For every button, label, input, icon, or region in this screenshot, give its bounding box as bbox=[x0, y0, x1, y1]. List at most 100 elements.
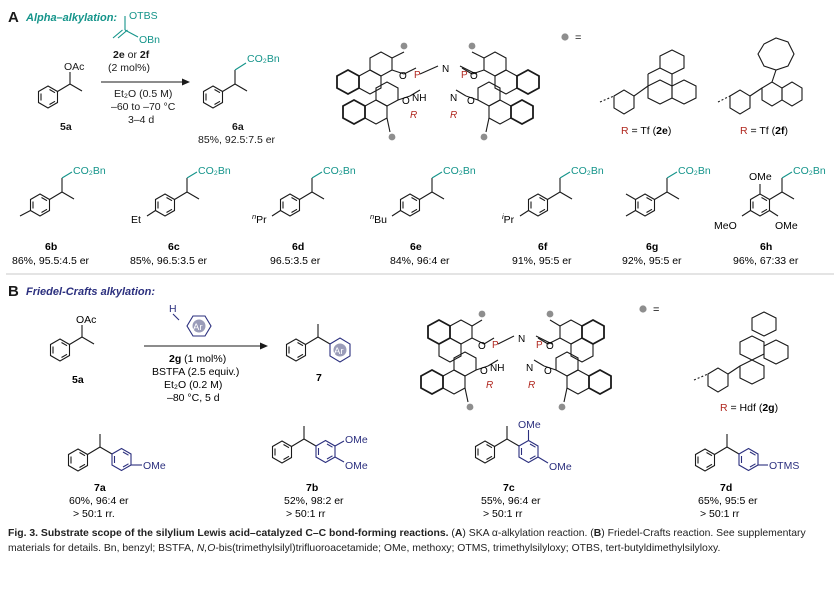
cat-atom-o: O bbox=[402, 96, 410, 107]
product-6h: MeO OMe OMe CO₂Bn 6h 96%, 67:33 er bbox=[714, 165, 826, 267]
r-equals-hdf-2g: R = Hdf (2g) bbox=[720, 402, 778, 414]
catalyst-loading: (2 mol%) bbox=[108, 62, 150, 74]
substituent-label: nPr bbox=[252, 212, 267, 226]
co2bn-group: CO₂Bn bbox=[198, 165, 231, 177]
product-6a-result: 85%, 92.5:7.5 er bbox=[198, 134, 276, 146]
product-6b: CO₂Bn 6b 86%, 95.5:4.5 er bbox=[12, 165, 106, 267]
substituent-group: OMe bbox=[345, 460, 368, 472]
caption-fig-title: Fig. 3. Substrate scope of the silylium … bbox=[8, 528, 449, 539]
cat-atom-nh: NH bbox=[412, 93, 426, 104]
product-result-line2: > 50:1 rr bbox=[286, 508, 326, 520]
legend-dot-a bbox=[561, 33, 569, 41]
product-7: Ar 7 bbox=[285, 324, 351, 384]
r-equals-tf-2f: R = Tf (2f) bbox=[740, 125, 788, 137]
product-id: 6f bbox=[538, 241, 548, 253]
substituent-dot bbox=[400, 42, 408, 50]
product-result-line1: 55%, 96:4 er bbox=[481, 495, 541, 507]
substituent-dot bbox=[478, 310, 486, 318]
substrate-label: 5a bbox=[60, 121, 72, 133]
substituent-label: nBu bbox=[370, 212, 387, 226]
co2bn-group: CO₂Bn bbox=[793, 165, 826, 177]
panel-b-letter: B bbox=[8, 283, 19, 300]
cat-atom-o: O bbox=[544, 366, 552, 377]
catalyst-dots-b bbox=[466, 310, 566, 411]
product-7d: OTMS 7d 65%, 95:5 er > 50:1 rr bbox=[694, 434, 799, 520]
product-6e: nBu CO₂Bn 6e 84%, 96:4 er bbox=[370, 165, 476, 267]
catalyst-core-b: O O P N P O O NH N R R bbox=[478, 334, 554, 391]
product-id: 6h bbox=[760, 241, 772, 253]
catalyst-label: 2e or 2f bbox=[113, 49, 150, 61]
product-result: 85%, 96.5:3.5 er bbox=[130, 255, 208, 267]
scope-row-6: CO₂Bn 6b 86%, 95.5:4.5 er Et CO₂Bn 6c 85… bbox=[12, 165, 826, 267]
substituent-dot bbox=[468, 42, 476, 50]
substituent-dot bbox=[546, 310, 554, 318]
substituent-2e bbox=[599, 49, 697, 115]
product-6a: CO₂Bn 6a 85%, 92.5:7.5 er bbox=[198, 53, 280, 146]
panel-a-letter: A bbox=[8, 9, 19, 26]
product-6a-label: 6a bbox=[232, 121, 244, 133]
caption-italic: N,O bbox=[196, 543, 216, 554]
cat-atom-r: R bbox=[410, 110, 417, 121]
product-7c: OMe OMe 7c 55%, 96:4 er > 50:1 rr bbox=[474, 419, 572, 520]
substituent-label: MeO bbox=[714, 220, 737, 232]
cat-atom-n: N bbox=[442, 64, 449, 75]
condition-solvent-b: Et₂O (0.2 M) bbox=[164, 379, 222, 391]
obn-group: OBn bbox=[139, 34, 160, 46]
condition-solvent-a: Et₂O (0.5 M) bbox=[114, 88, 172, 100]
product-result: 96.5:3.5 er bbox=[270, 255, 321, 267]
cat-atom-r: R bbox=[450, 110, 457, 121]
product-id: 7d bbox=[720, 482, 732, 494]
catalyst-structure-a bbox=[336, 51, 540, 133]
co2bn-group: CO₂Bn bbox=[323, 165, 356, 177]
substituent-dot bbox=[558, 403, 566, 411]
product-id: 6c bbox=[168, 241, 180, 253]
substituent-dot bbox=[466, 403, 474, 411]
substituent-2g bbox=[693, 311, 789, 393]
oac-group: OAc bbox=[76, 314, 96, 326]
legend-equals-a: = bbox=[575, 32, 581, 44]
cat-atom-o: O bbox=[546, 341, 554, 352]
catalyst-dots-a bbox=[388, 42, 488, 141]
co2bn-group: CO₂Bn bbox=[73, 165, 106, 177]
cat-atom-n: N bbox=[518, 334, 525, 345]
ar-label: Ar bbox=[193, 322, 203, 333]
product-id: 6g bbox=[646, 241, 658, 253]
ketene-acetal-reagent: OTBS OBn bbox=[112, 10, 160, 46]
arrow-head-a bbox=[182, 78, 190, 86]
product-7-label: 7 bbox=[316, 372, 322, 384]
substrate-5a: OAc 5a bbox=[37, 61, 84, 133]
cat-atom-p: P bbox=[414, 70, 421, 81]
cat-atom-o: O bbox=[467, 96, 475, 107]
caption-letter-a: A bbox=[454, 528, 463, 539]
product-result-line1: 60%, 96:4 er bbox=[69, 495, 129, 507]
substituent-group: OMe bbox=[518, 419, 541, 431]
cat-atom-p: P bbox=[492, 340, 499, 351]
legend-dot-b bbox=[639, 305, 647, 313]
arrow-head-b bbox=[260, 342, 268, 350]
co2bn-group: CO₂Bn bbox=[571, 165, 604, 177]
substituent-group: OMe bbox=[345, 434, 368, 446]
ar-label: Ar bbox=[334, 346, 344, 357]
product-result-line2: > 50:1 rr bbox=[700, 508, 740, 520]
figure-caption: Fig. 3. Substrate scope of the silylium … bbox=[8, 526, 834, 556]
cat-atom-o: O bbox=[399, 71, 407, 82]
product-result-line2: > 50:1 rr. bbox=[73, 508, 115, 520]
substituent-label: iPr bbox=[502, 212, 515, 226]
product-7b: OMe OMe 7b 52%, 98:2 er > 50:1 rr bbox=[271, 426, 368, 520]
substrate-label: 5a bbox=[72, 374, 84, 386]
catalyst-core-a: O O P N P O O NH N R R bbox=[399, 64, 478, 121]
product-result-line2: > 50:1 rr bbox=[483, 508, 523, 520]
product-id: 7b bbox=[306, 482, 318, 494]
substituent-group: OMe bbox=[549, 461, 572, 473]
product-6d: nPr CO₂Bn 6d 96.5:3.5 er bbox=[252, 165, 356, 267]
product-6c: Et CO₂Bn 6c 85%, 96.5:3.5 er bbox=[130, 165, 231, 267]
substituent-2f bbox=[717, 37, 803, 115]
cat-atom-o: O bbox=[478, 341, 486, 352]
product-7a: OMe 7a 60%, 96:4 er > 50:1 rr. bbox=[67, 434, 166, 520]
product-id: 6d bbox=[292, 241, 304, 253]
r-equals-tf-2e: R = Tf (2e) bbox=[621, 125, 671, 137]
product-result: 91%, 95:5 er bbox=[512, 255, 572, 267]
substrate-5a-b: OAc 5a bbox=[49, 314, 96, 386]
h-atom: H bbox=[169, 303, 177, 315]
